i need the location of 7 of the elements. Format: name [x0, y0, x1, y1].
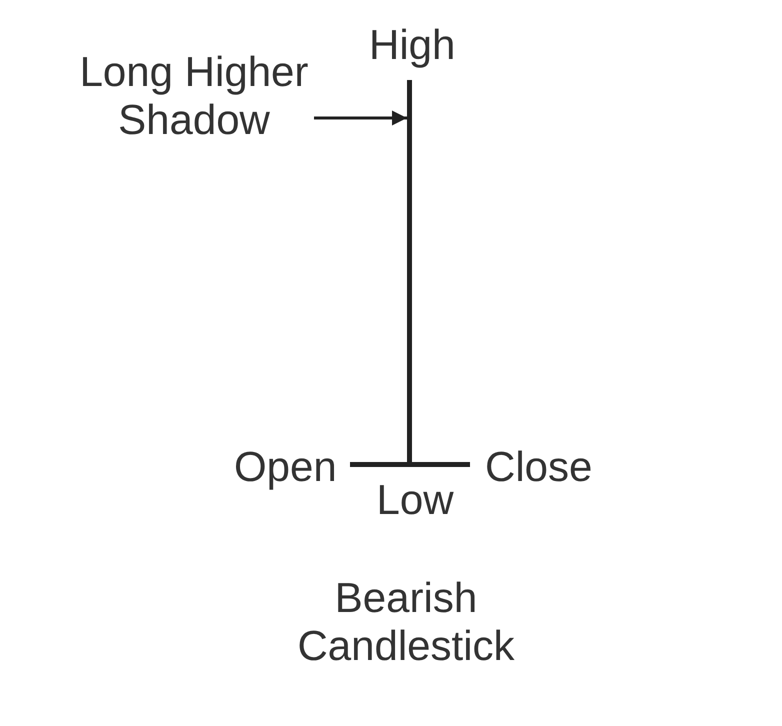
- price-label: Close: [485, 443, 592, 491]
- leader-arrow: [314, 110, 407, 126]
- price-label: Low: [376, 476, 454, 524]
- caption: Bearish Candlestick: [296, 574, 516, 670]
- price-label: Open: [234, 443, 337, 491]
- price-label: High: [369, 21, 456, 69]
- callout-label: Long Higher Shadow: [76, 48, 312, 144]
